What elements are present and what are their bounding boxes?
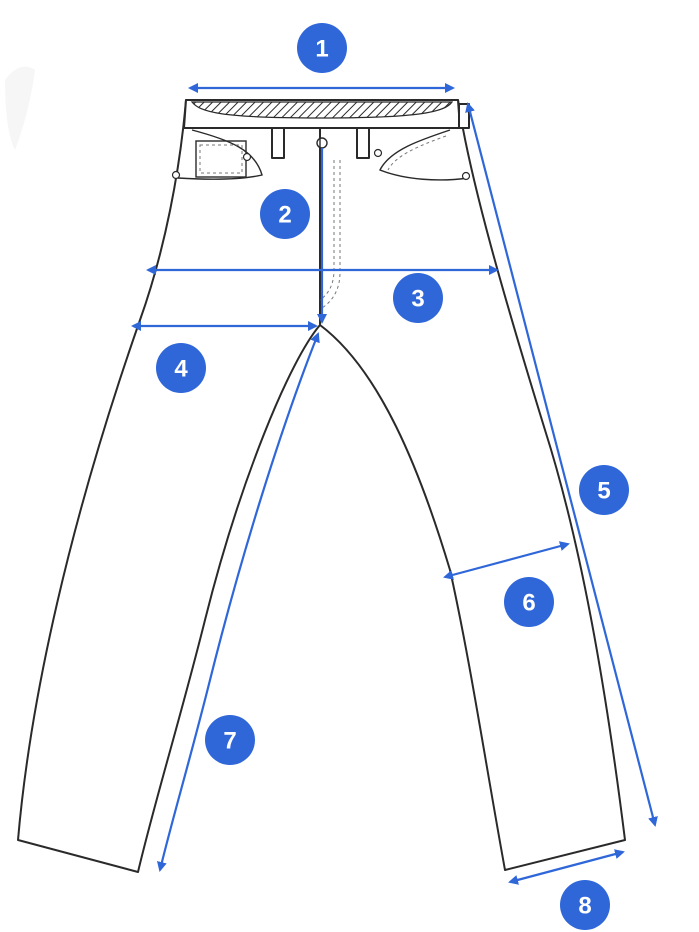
measurement-badge-5: 5 [579,465,629,515]
outseam-arrow [465,102,658,827]
measurement-arrows [131,83,658,885]
badge-number: 2 [278,202,291,229]
waistband-inner [190,101,454,119]
belt-loop [271,127,285,159]
right-front-pocket [379,129,469,181]
leg-opening-arrow [508,849,625,885]
badge-number: 3 [411,286,424,313]
measurement-badge-1: 1 [297,23,347,73]
badge-number: 4 [174,356,188,383]
inseam-arrow [157,332,320,872]
badge-number: 8 [578,893,591,920]
right-pocket-stitch [387,135,447,171]
measurement-badge-8: 8 [560,880,610,930]
belt-loop [458,103,470,129]
background-smudge [5,66,35,150]
rivet [461,171,471,181]
measurement-badge-6: 6 [504,577,554,627]
rivet [242,152,252,162]
measurement-badge-4: 4 [156,343,206,393]
rivet [171,170,181,180]
measurement-badge-3: 3 [393,273,443,323]
belt-loop [356,127,370,159]
badge-number: 7 [223,728,236,755]
left-front-pocket [177,129,263,180]
rivet [373,148,383,158]
right-leg [319,99,626,871]
measurement-badge-7: 7 [205,715,255,765]
badge-number: 1 [315,36,328,63]
badge-number: 5 [597,478,610,505]
measurement-badges: 1 2 3 4 5 6 7 8 [156,23,629,930]
measurement-badge-2: 2 [260,189,310,239]
waist-button [316,137,328,149]
knee-arrow [443,541,570,580]
badge-number: 6 [522,590,535,617]
coin-pocket [199,144,243,174]
